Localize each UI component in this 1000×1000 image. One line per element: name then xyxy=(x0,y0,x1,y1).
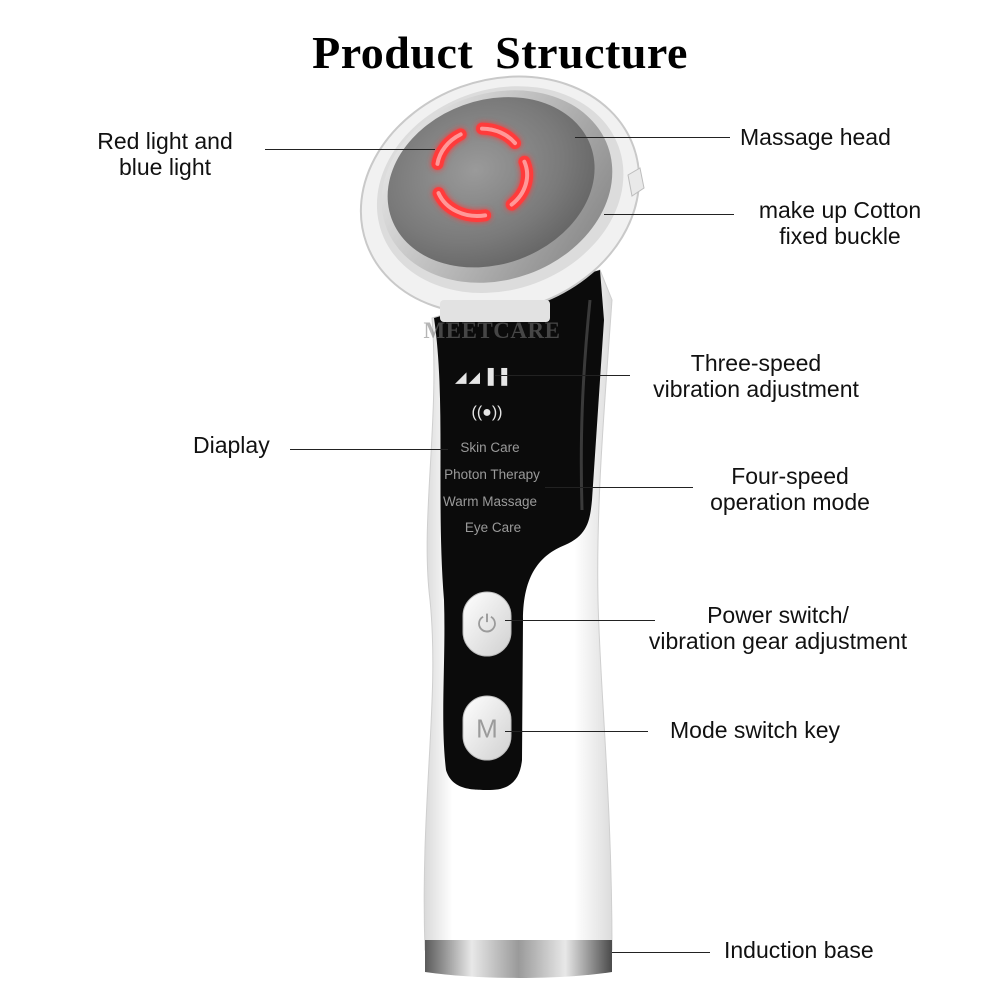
label-cotton-buckle: make up Cotton fixed buckle xyxy=(758,197,922,249)
leader-red-blue-light xyxy=(265,149,435,151)
induction-base xyxy=(425,940,612,978)
power-icon: ⏻ xyxy=(477,610,497,638)
label-red-blue-light: Red light and blue light xyxy=(97,128,233,180)
mode-warm-massage: Warm Massage xyxy=(442,494,538,509)
leader-cotton-buckle xyxy=(604,214,734,216)
cotton-buckle xyxy=(627,167,645,197)
label-mode-key: Mode switch key xyxy=(670,717,841,743)
leader-vibration xyxy=(495,375,630,377)
label-induction-base: Induction base xyxy=(724,937,874,963)
leader-display xyxy=(290,449,448,451)
power-button xyxy=(462,591,512,657)
vibration-icon: ((●)) xyxy=(471,404,503,421)
leader-mode-key xyxy=(505,731,648,733)
mode-eye-care: Eye Care xyxy=(464,520,522,535)
mode-button xyxy=(462,695,512,761)
label-display: Diaplay xyxy=(193,432,270,458)
speed-bars-icon: ◢◢▐▐ xyxy=(455,368,510,386)
leader-power-switch xyxy=(505,620,655,622)
leader-massage-head xyxy=(575,137,730,139)
label-vibration: Three-speed vibration adjustment xyxy=(653,350,859,402)
watermark: MEETCARE xyxy=(423,318,561,343)
page-title: Product Structure xyxy=(312,27,688,78)
mode-photon-therapy: Photon Therapy xyxy=(444,467,540,482)
label-massage-head: Massage head xyxy=(740,124,891,150)
display-panel xyxy=(434,270,604,790)
label-operation-mode: Four-speed operation mode xyxy=(710,463,870,515)
mode-skin-care: Skin Care xyxy=(460,440,520,455)
label-power-switch: Power switch/ vibration gear adjustment xyxy=(648,602,908,654)
mode-key-glyph: M xyxy=(476,713,498,744)
leader-operation-mode xyxy=(545,487,693,489)
leader-induction-base xyxy=(612,952,710,954)
